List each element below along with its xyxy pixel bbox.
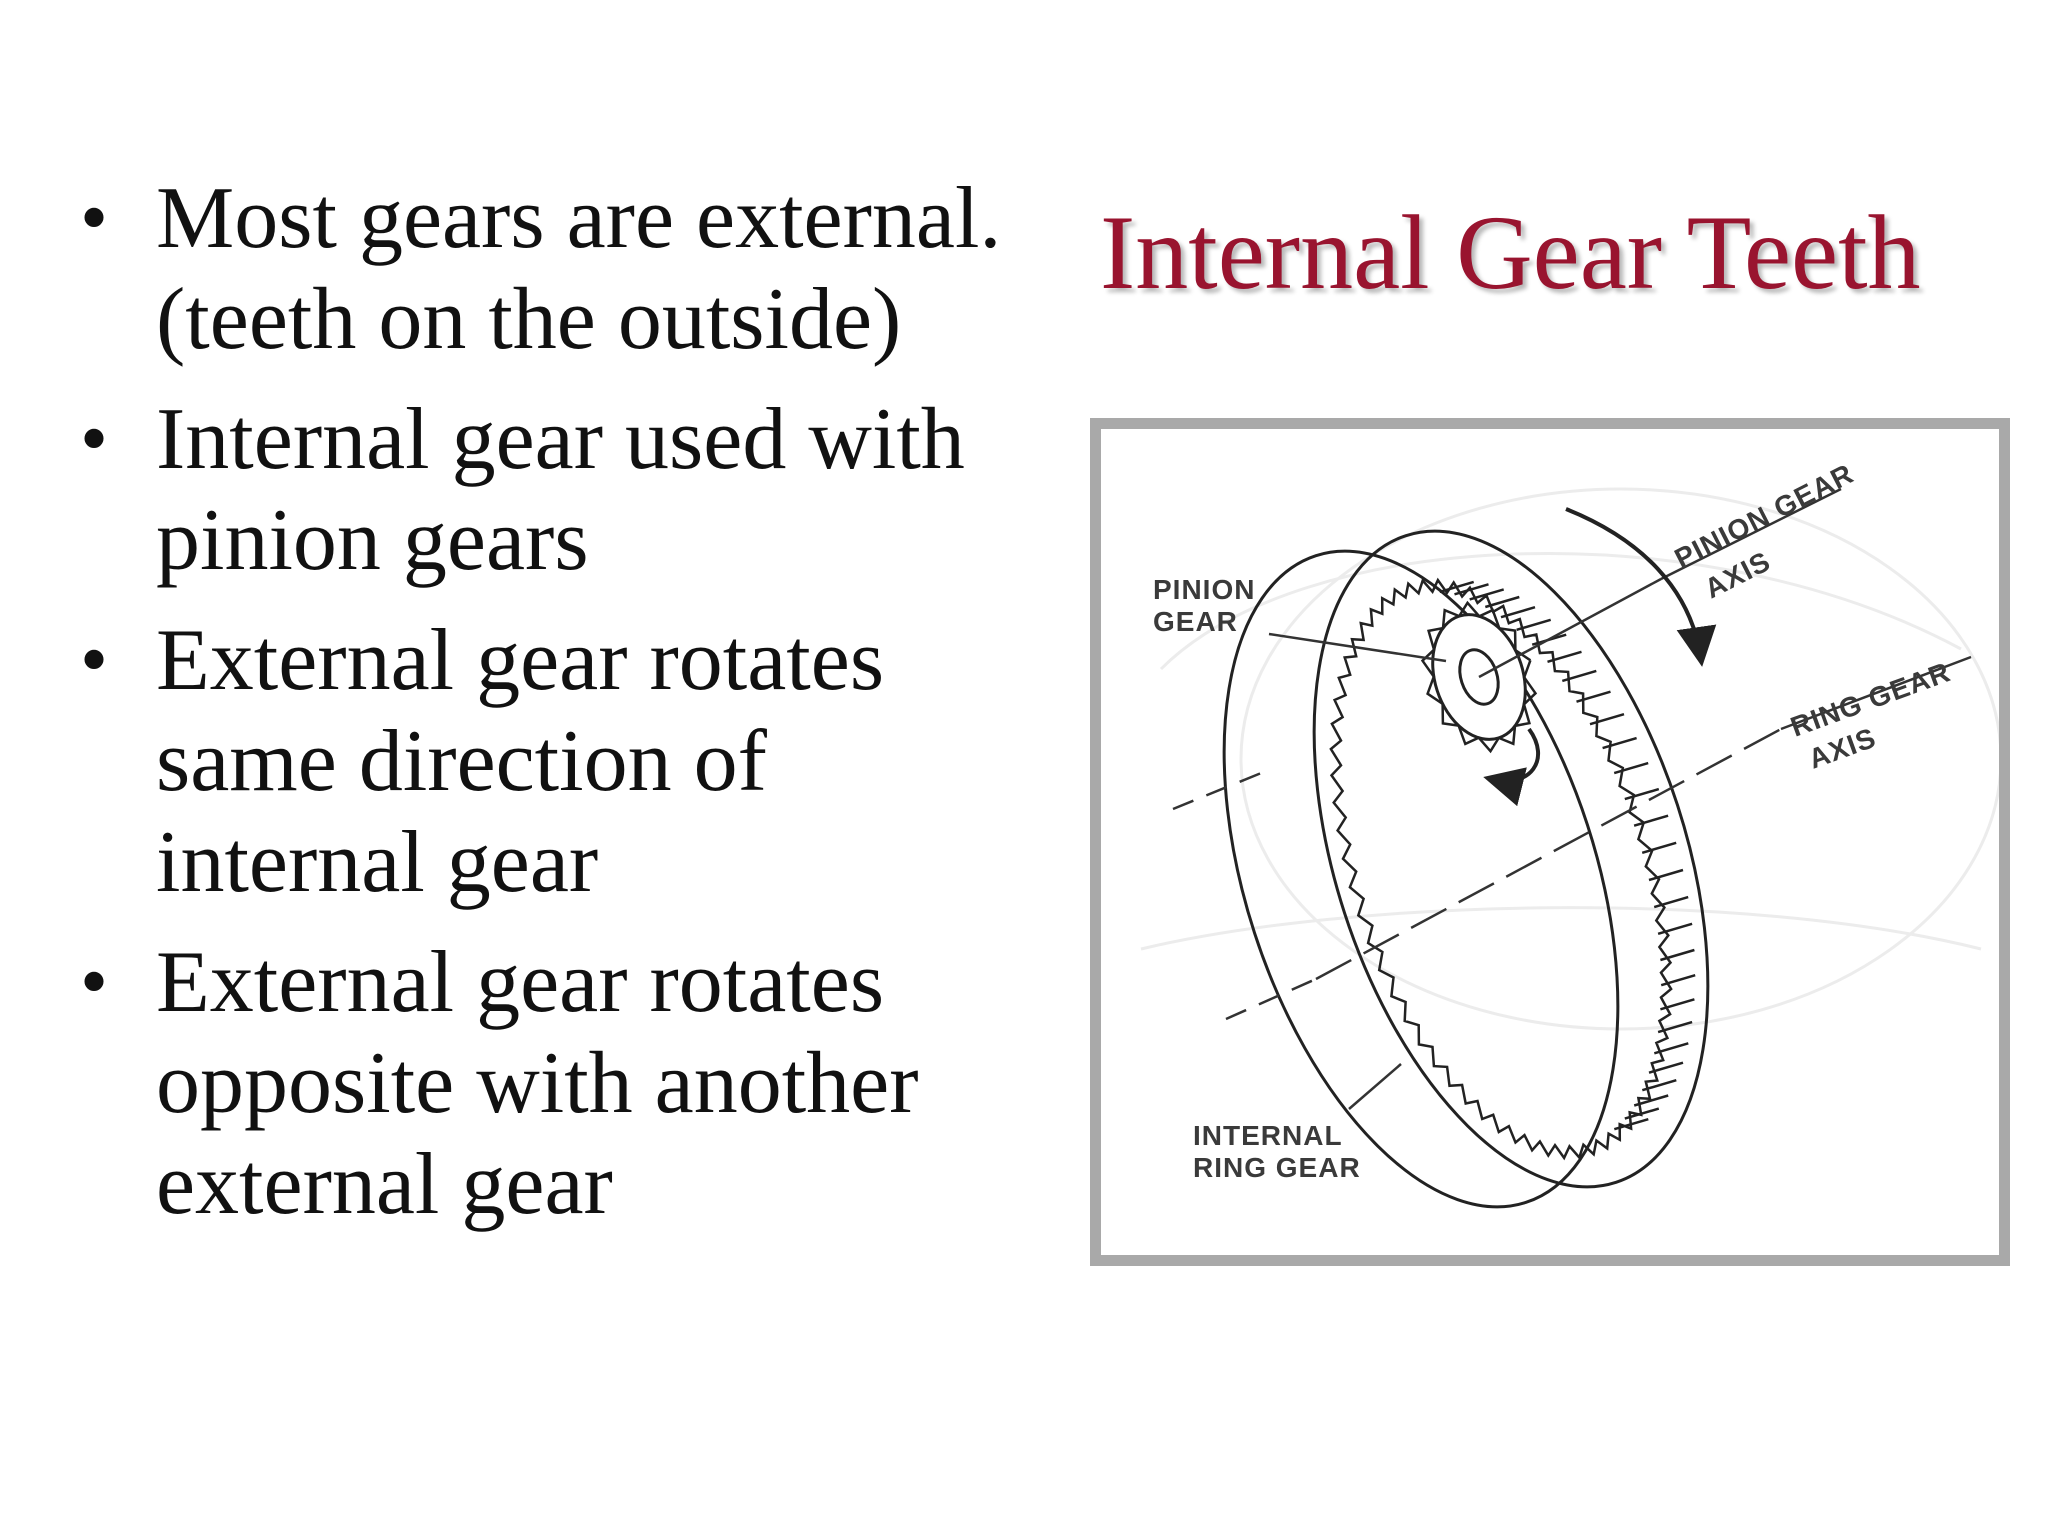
tooth-depth-line	[1613, 1118, 1649, 1131]
ring-gear-body	[1222, 529, 1710, 1209]
bullet-text: Internal gear used with pinion gears	[156, 391, 965, 589]
tooth-depth-line	[1653, 895, 1689, 909]
tooth-depth-line	[1613, 761, 1649, 775]
label-internal-ring-gear: RING GEAR	[1193, 1152, 1361, 1183]
internal-teeth	[1329, 577, 1696, 1161]
bullet-dot-icon: •	[80, 174, 109, 262]
tooth-depth-line	[1660, 974, 1696, 987]
bullet-item: • External gear rotates same direction o…	[70, 610, 1030, 913]
bullet-dot-icon: •	[80, 938, 109, 1026]
tooth-depth-line	[1641, 1079, 1677, 1092]
tooth-depth-line	[1648, 868, 1684, 882]
slide-title: Internal Gear Teeth	[1100, 194, 1921, 311]
bullet-dot-icon: •	[80, 395, 109, 483]
diagram-labels: PINION GEAR PINION GEAR AXIS RING GEAR A…	[1153, 458, 1955, 1183]
tooth-depth-line	[1648, 1061, 1684, 1074]
bullet-item: • External gear rotates opposite with an…	[70, 932, 1030, 1235]
rotation-arrows	[1483, 507, 1717, 807]
tooth-depth-line	[1469, 588, 1505, 601]
tooth-depth-line	[1561, 669, 1597, 683]
leader-lines	[1268, 632, 1447, 1110]
tooth-depth-line	[1624, 1107, 1660, 1120]
label-pinion-gear: GEAR	[1153, 606, 1238, 637]
tooth-depth-line	[1660, 998, 1695, 1011]
label-internal-ring-gear: INTERNAL	[1193, 1120, 1343, 1151]
bullet-text: External gear rotates opposite with anot…	[156, 934, 919, 1233]
tooth-depth-line	[1516, 618, 1552, 631]
tooth-depth-line	[1653, 1042, 1689, 1055]
bullet-item: • Internal gear used with pinion gears	[70, 389, 1030, 591]
gear-diagram-frame: PINION GEAR PINION GEAR AXIS RING GEAR A…	[1090, 418, 2010, 1266]
bullet-text: External gear rotates same direction of …	[156, 612, 885, 911]
tooth-depth-line	[1484, 595, 1520, 609]
pinion-teeth	[1420, 600, 1538, 754]
tooth-depth-line	[1500, 606, 1536, 619]
tooth-depth-line	[1602, 736, 1637, 750]
tooth-depth-line	[1641, 841, 1677, 854]
bullet-text: Most gears are external. (teeth on the o…	[156, 170, 1002, 368]
tooth-depth-line	[1660, 948, 1695, 962]
tooth-depth-line	[1576, 690, 1611, 703]
label-pinion-gear: PINION	[1153, 574, 1255, 605]
tooth-depth-line	[1454, 583, 1489, 596]
pinion-teeth-profile	[1420, 600, 1538, 754]
bullet-list: • Most gears are external. (teeth on the…	[70, 168, 1030, 1254]
bullet-item: • Most gears are external. (teeth on the…	[70, 168, 1030, 370]
tooth-depth-line	[1633, 814, 1669, 827]
tooth-depth-line	[1439, 580, 1475, 594]
tooth-depth-line	[1657, 922, 1693, 935]
tooth-depth-line	[1589, 713, 1625, 726]
internal-gear-diagram: PINION GEAR PINION GEAR AXIS RING GEAR A…	[1140, 458, 1999, 1209]
tooth-depth-line	[1624, 787, 1660, 801]
tooth-depth-line	[1633, 1094, 1669, 1107]
background-sketch	[1140, 487, 1999, 1031]
tooth-depth-line	[1657, 1020, 1693, 1034]
axis-lines	[1172, 487, 1972, 1021]
bullet-dot-icon: •	[80, 616, 109, 704]
tooth-depth-line	[1547, 650, 1582, 663]
